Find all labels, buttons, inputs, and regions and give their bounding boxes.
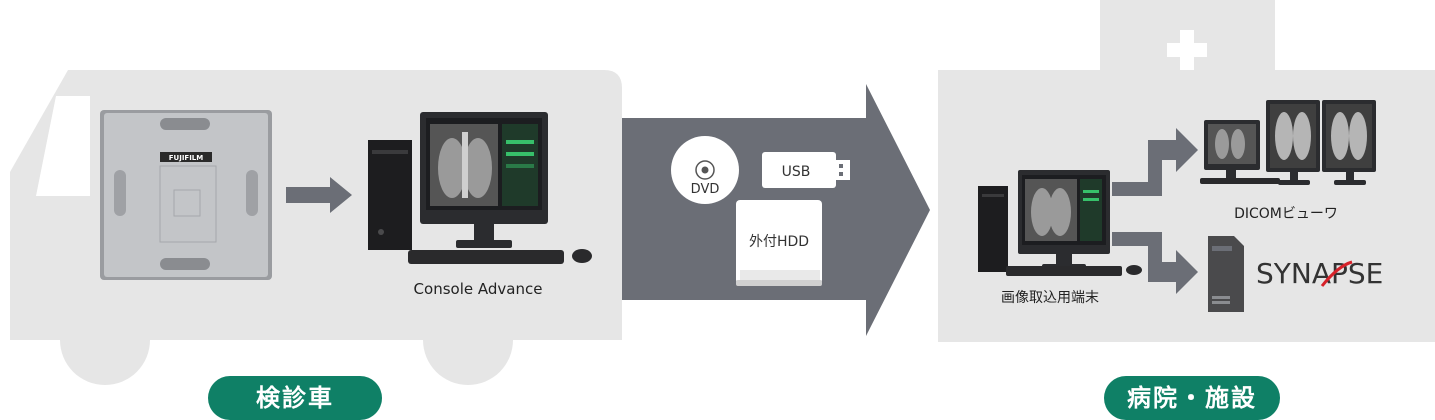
arrow-to-synapse <box>1112 232 1198 294</box>
image-import-terminal <box>978 170 1142 276</box>
rear-wheel <box>423 295 513 385</box>
dvd-media <box>671 136 739 204</box>
usb-media <box>762 152 850 188</box>
console-advance-label: Console Advance <box>414 280 543 298</box>
dicom-viewer-label: DICOMビューワ <box>1234 206 1338 222</box>
screening-vehicle-badge: 検診車 <box>208 376 382 420</box>
usb-label: USB <box>782 164 811 180</box>
detector-brand-text: FUJIFILM <box>169 154 204 162</box>
detector-to-console-arrow <box>286 177 352 213</box>
synapse-logo-accent <box>1320 260 1353 287</box>
windshield <box>36 96 90 196</box>
external-hdd-label: 外付HDD <box>749 234 809 250</box>
external-hdd <box>736 200 822 286</box>
hospital-facility-badge: 病院・施設 <box>1104 376 1280 420</box>
front-wheel <box>60 295 150 385</box>
import-terminal-label: 画像取込用端末 <box>1001 290 1099 306</box>
synapse-server <box>1208 236 1244 312</box>
arrow-to-dicom-viewer <box>1112 128 1198 196</box>
console-advance-workstation <box>368 112 592 264</box>
flat-panel-detector: FUJIFILM <box>100 110 272 280</box>
synapse-logo: SYNAPSE <box>1256 257 1383 290</box>
dicom-viewer-monitors <box>1200 100 1376 185</box>
dvd-label: DVD <box>691 182 720 197</box>
